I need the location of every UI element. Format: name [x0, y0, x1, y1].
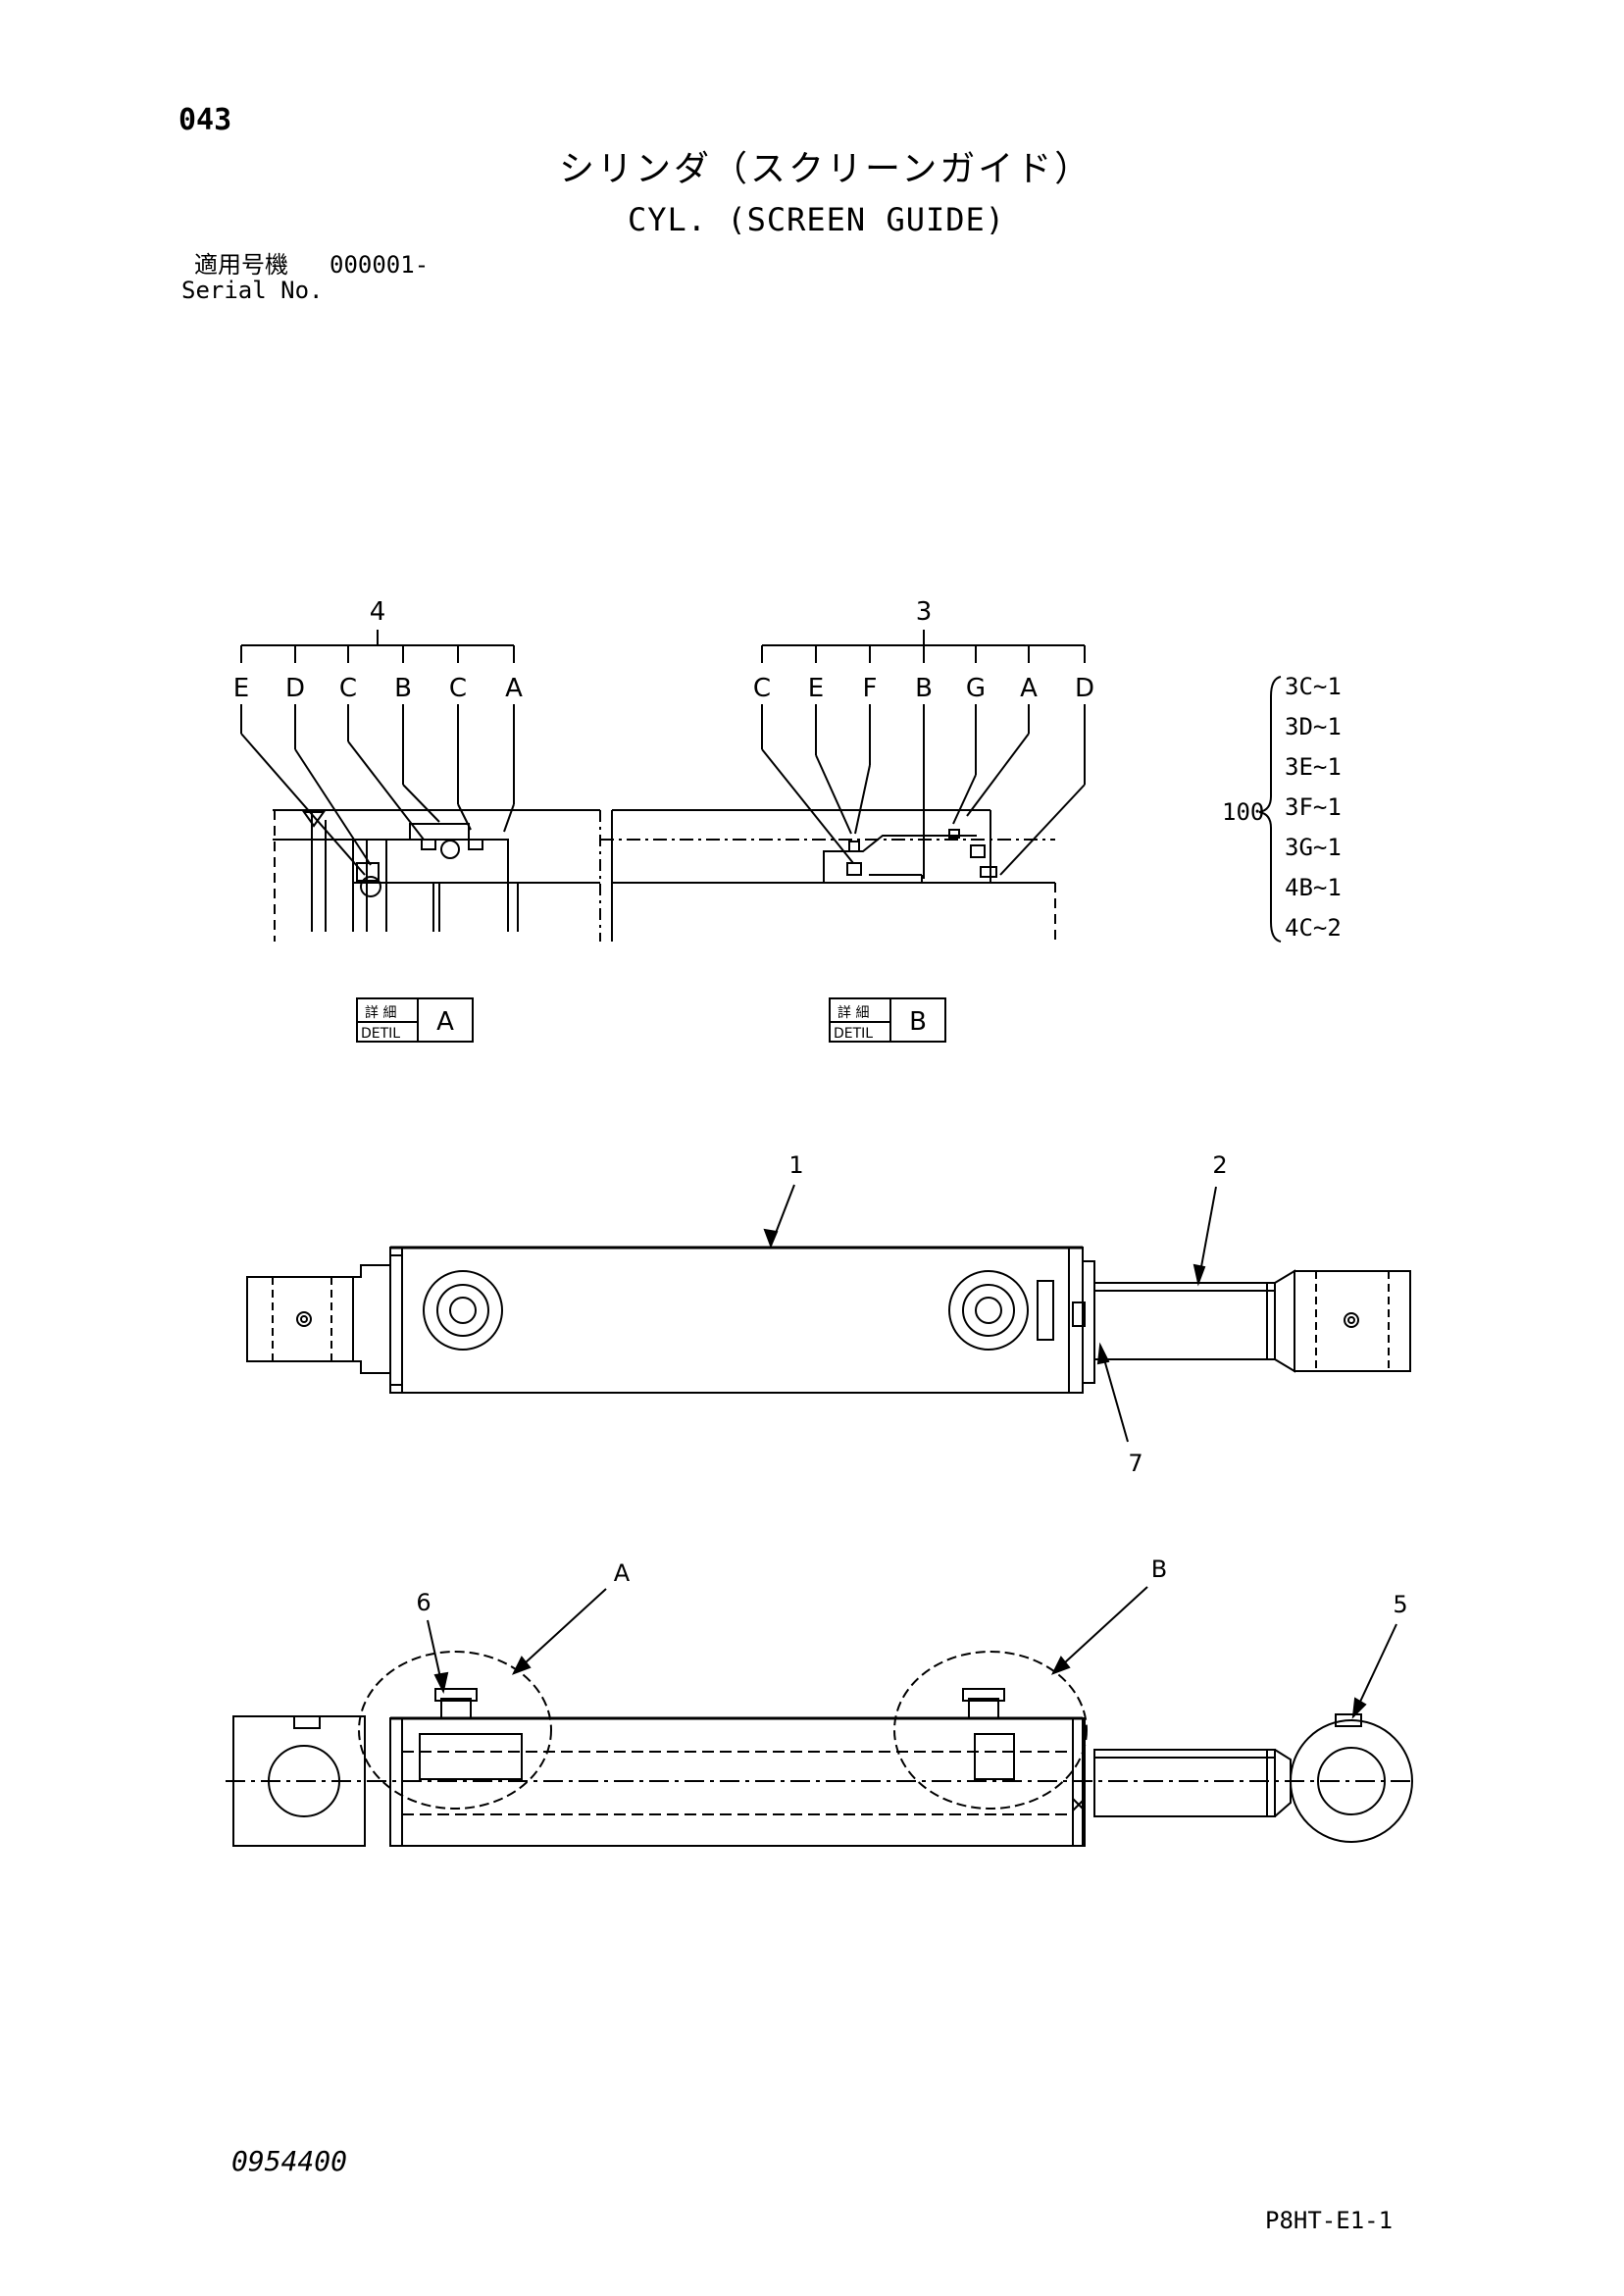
seal-kit-item: 3F~1 [1285, 793, 1342, 821]
seal-kit-number: 100 [1222, 798, 1264, 826]
detail-b-box-en: DETIL [834, 1026, 873, 1042]
detail-a-letter: D [285, 674, 305, 703]
title-english: CYL. (SCREEN GUIDE) [628, 201, 1006, 238]
detail-b-letter: E [808, 674, 824, 703]
detail-a-label-box [356, 997, 474, 1043]
detail-b-drawing [611, 630, 1086, 942]
callout-a: A [614, 1559, 631, 1587]
detail-b-letter: A [1020, 674, 1038, 703]
seal-kit-item: 4B~1 [1285, 874, 1342, 901]
detail-a-box-en: DETIL [361, 1026, 400, 1042]
serial-label-english: Serial No. [181, 277, 324, 304]
callout-6: 6 [416, 1589, 431, 1616]
detail-a-letter: E [233, 674, 249, 703]
detail-a-letter: C [339, 674, 357, 703]
seal-kit-brace [1258, 676, 1282, 943]
page-number: 043 [178, 103, 232, 137]
callout-2: 2 [1212, 1151, 1227, 1179]
callout-b: B [1151, 1556, 1167, 1583]
detail-a-circle [358, 1651, 552, 1810]
seal-kit-item: 3C~1 [1285, 673, 1342, 700]
detail-b-letter: C [753, 674, 771, 703]
detail-a-letter: C [449, 674, 467, 703]
detail-b-letter: F [863, 674, 878, 703]
detail-b-label-box [829, 997, 946, 1043]
detail-a-letter: B [394, 674, 412, 703]
sheet-id: P8HT-E1-1 [1265, 2207, 1394, 2234]
detail-a-box-jp: 詳 細 [365, 1005, 396, 1021]
seal-kit-item: 3D~1 [1285, 713, 1342, 740]
callout-7: 7 [1128, 1450, 1142, 1477]
seal-kit-item: 4C~2 [1285, 914, 1342, 942]
detail-b-box-letter: B [909, 1007, 927, 1037]
detail-a-drawing [240, 630, 600, 942]
callout-5: 5 [1393, 1591, 1407, 1618]
detail-b-box-jp: 詳 細 [837, 1005, 869, 1021]
title-japanese: シリンダ（スクリーンガイド） [559, 149, 1093, 189]
detail-b-group-number: 3 [916, 597, 933, 627]
document-number: 0954400 [231, 2145, 348, 2177]
seal-kit-item: 3E~1 [1285, 753, 1342, 781]
detail-a-box-letter: A [436, 1007, 454, 1037]
serial-label-japanese: 適用号機 [194, 251, 288, 279]
detail-b-letter: B [915, 674, 933, 703]
seal-kit-item: 3G~1 [1285, 834, 1342, 861]
callout-1: 1 [788, 1151, 803, 1179]
detail-b-letter: G [966, 674, 986, 703]
serial-value: 000001- [330, 251, 430, 279]
detail-a-letter: A [505, 674, 523, 703]
detail-b-circle [893, 1651, 1088, 1810]
cylinder-section-view [226, 1688, 1416, 1847]
cylinder-side-view [246, 1246, 1411, 1394]
detail-a-group-number: 4 [370, 597, 386, 627]
detail-b-letter: D [1075, 674, 1094, 703]
